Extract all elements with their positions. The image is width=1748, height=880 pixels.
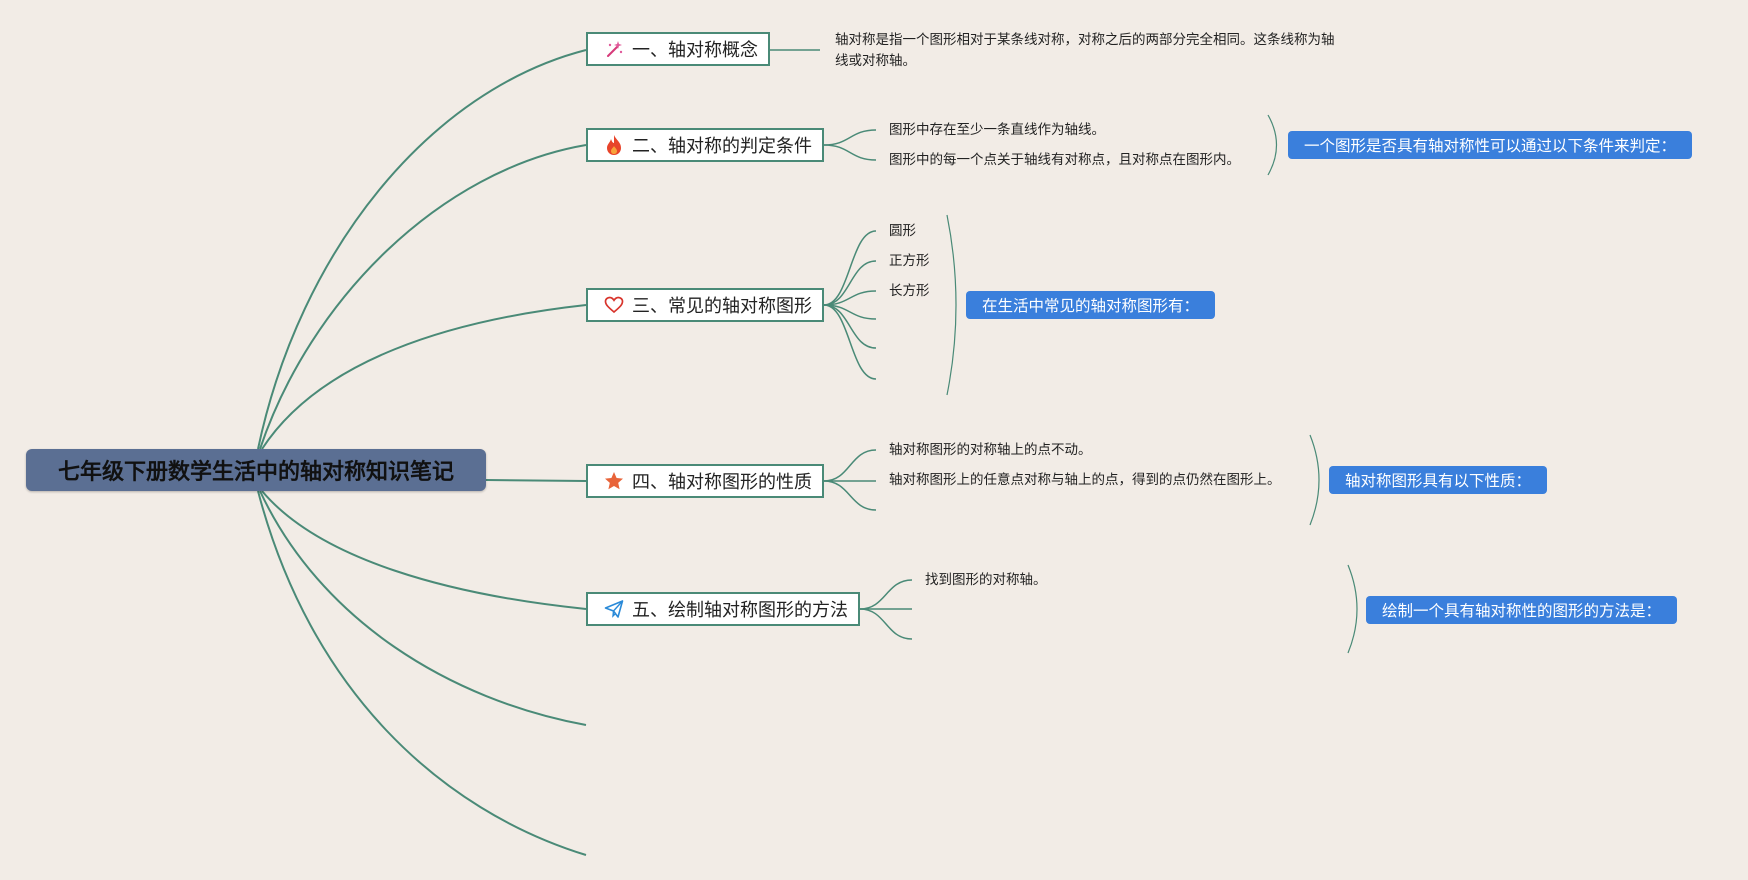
- branch-properties-label: 四、轴对称图形的性质: [632, 472, 812, 493]
- branch-drawing-method[interactable]: 五、绘制轴对称图形的方法: [586, 592, 860, 626]
- star-icon: [603, 470, 625, 492]
- branch-criteria[interactable]: 二、轴对称的判定条件: [586, 128, 824, 162]
- leaf-shape-rectangle: 长方形: [889, 283, 930, 299]
- link-root-branch-1: [257, 49, 587, 450]
- link-b2-leaf-1: [823, 129, 877, 146]
- summary-properties[interactable]: 轴对称图形具有以下性质：: [1329, 466, 1548, 494]
- link-root-branch-2: [259, 144, 587, 450]
- link-root-empty-1: [259, 490, 587, 726]
- branch-concept-label: 一、轴对称概念: [632, 40, 758, 61]
- root-topic-label: 七年级下册数学生活中的轴对称知识笔记: [57, 460, 454, 485]
- leaf-method-1: 找到图形的对称轴。: [925, 572, 1047, 588]
- paper-plane-icon: [603, 598, 625, 620]
- summary-properties-label: 轴对称图形具有以下性质：: [1345, 472, 1532, 490]
- link-b2-leaf-2: [823, 144, 877, 161]
- link-b5-leaf-1: [859, 579, 913, 610]
- link-root-branch-4: [485, 479, 587, 482]
- branch-properties[interactable]: 四、轴对称图形的性质: [586, 464, 824, 498]
- branch-drawing-method-label: 五、绘制轴对称图形的方法: [632, 600, 848, 621]
- summary-bracket-4: [1309, 434, 1320, 526]
- leaf-concept-definition: 轴对称是指一个图形相对于某条线对称，对称之后的两部分完全相同。这条线称为轴线或对…: [835, 32, 1335, 69]
- summary-criteria-label: 一个图形是否具有轴对称性可以通过以下条件来判定：: [1304, 137, 1677, 155]
- leaf-shape-circle: 圆形: [889, 223, 916, 239]
- summary-drawing-method[interactable]: 绘制一个具有轴对称性的图形的方法是：: [1366, 596, 1678, 624]
- link-b5-leaf-3: [859, 608, 913, 640]
- link-b3-leaf-2: [823, 260, 877, 306]
- leaf-property-1: 轴对称图形的对称轴上的点不动。: [889, 442, 1092, 458]
- link-root-branch-5: [261, 490, 587, 610]
- link-b3-leaf-5: [823, 304, 877, 349]
- summary-bracket-5: [1347, 564, 1358, 654]
- fire-icon: [603, 134, 625, 156]
- leaf-property-2: 轴对称图形上的任意点对称与轴上的点，得到的点仍然在图形上。: [889, 472, 1281, 488]
- link-b3-leaf-1: [823, 230, 877, 306]
- branch-criteria-label: 二、轴对称的判定条件: [632, 136, 812, 157]
- summary-common-shapes[interactable]: 在生活中常见的轴对称图形有：: [966, 291, 1216, 319]
- heart-icon: [603, 294, 625, 316]
- link-b3-leaf-6: [823, 304, 877, 380]
- branch-common-shapes-label: 三、常见的轴对称图形: [632, 296, 812, 317]
- leaf-shape-square: 正方形: [889, 253, 930, 269]
- summary-drawing-method-label: 绘制一个具有轴对称性的图形的方法是：: [1382, 602, 1662, 620]
- summary-bracket-3: [946, 214, 957, 396]
- link-b4-leaf-1: [823, 449, 877, 482]
- leaf-criteria-2: 图形中的每一个点关于轴线有对称点，且对称点在图形内。: [889, 152, 1240, 168]
- summary-criteria[interactable]: 一个图形是否具有轴对称性可以通过以下条件来判定：: [1288, 131, 1693, 159]
- branch-concept[interactable]: 一、轴对称概念: [586, 32, 770, 66]
- root-topic[interactable]: 七年级下册数学生活中的轴对称知识笔记: [26, 449, 486, 491]
- link-root-empty-2: [257, 490, 587, 856]
- summary-bracket-2: [1267, 114, 1277, 176]
- link-b4-leaf-3: [823, 480, 877, 511]
- summary-common-shapes-label: 在生活中常见的轴对称图形有：: [982, 297, 1200, 315]
- branch-common-shapes[interactable]: 三、常见的轴对称图形: [586, 288, 824, 322]
- link-root-branch-3: [261, 304, 587, 450]
- leaf-criteria-1: 图形中存在至少一条直线作为轴线。: [889, 122, 1105, 138]
- magic-wand-icon: [603, 38, 625, 60]
